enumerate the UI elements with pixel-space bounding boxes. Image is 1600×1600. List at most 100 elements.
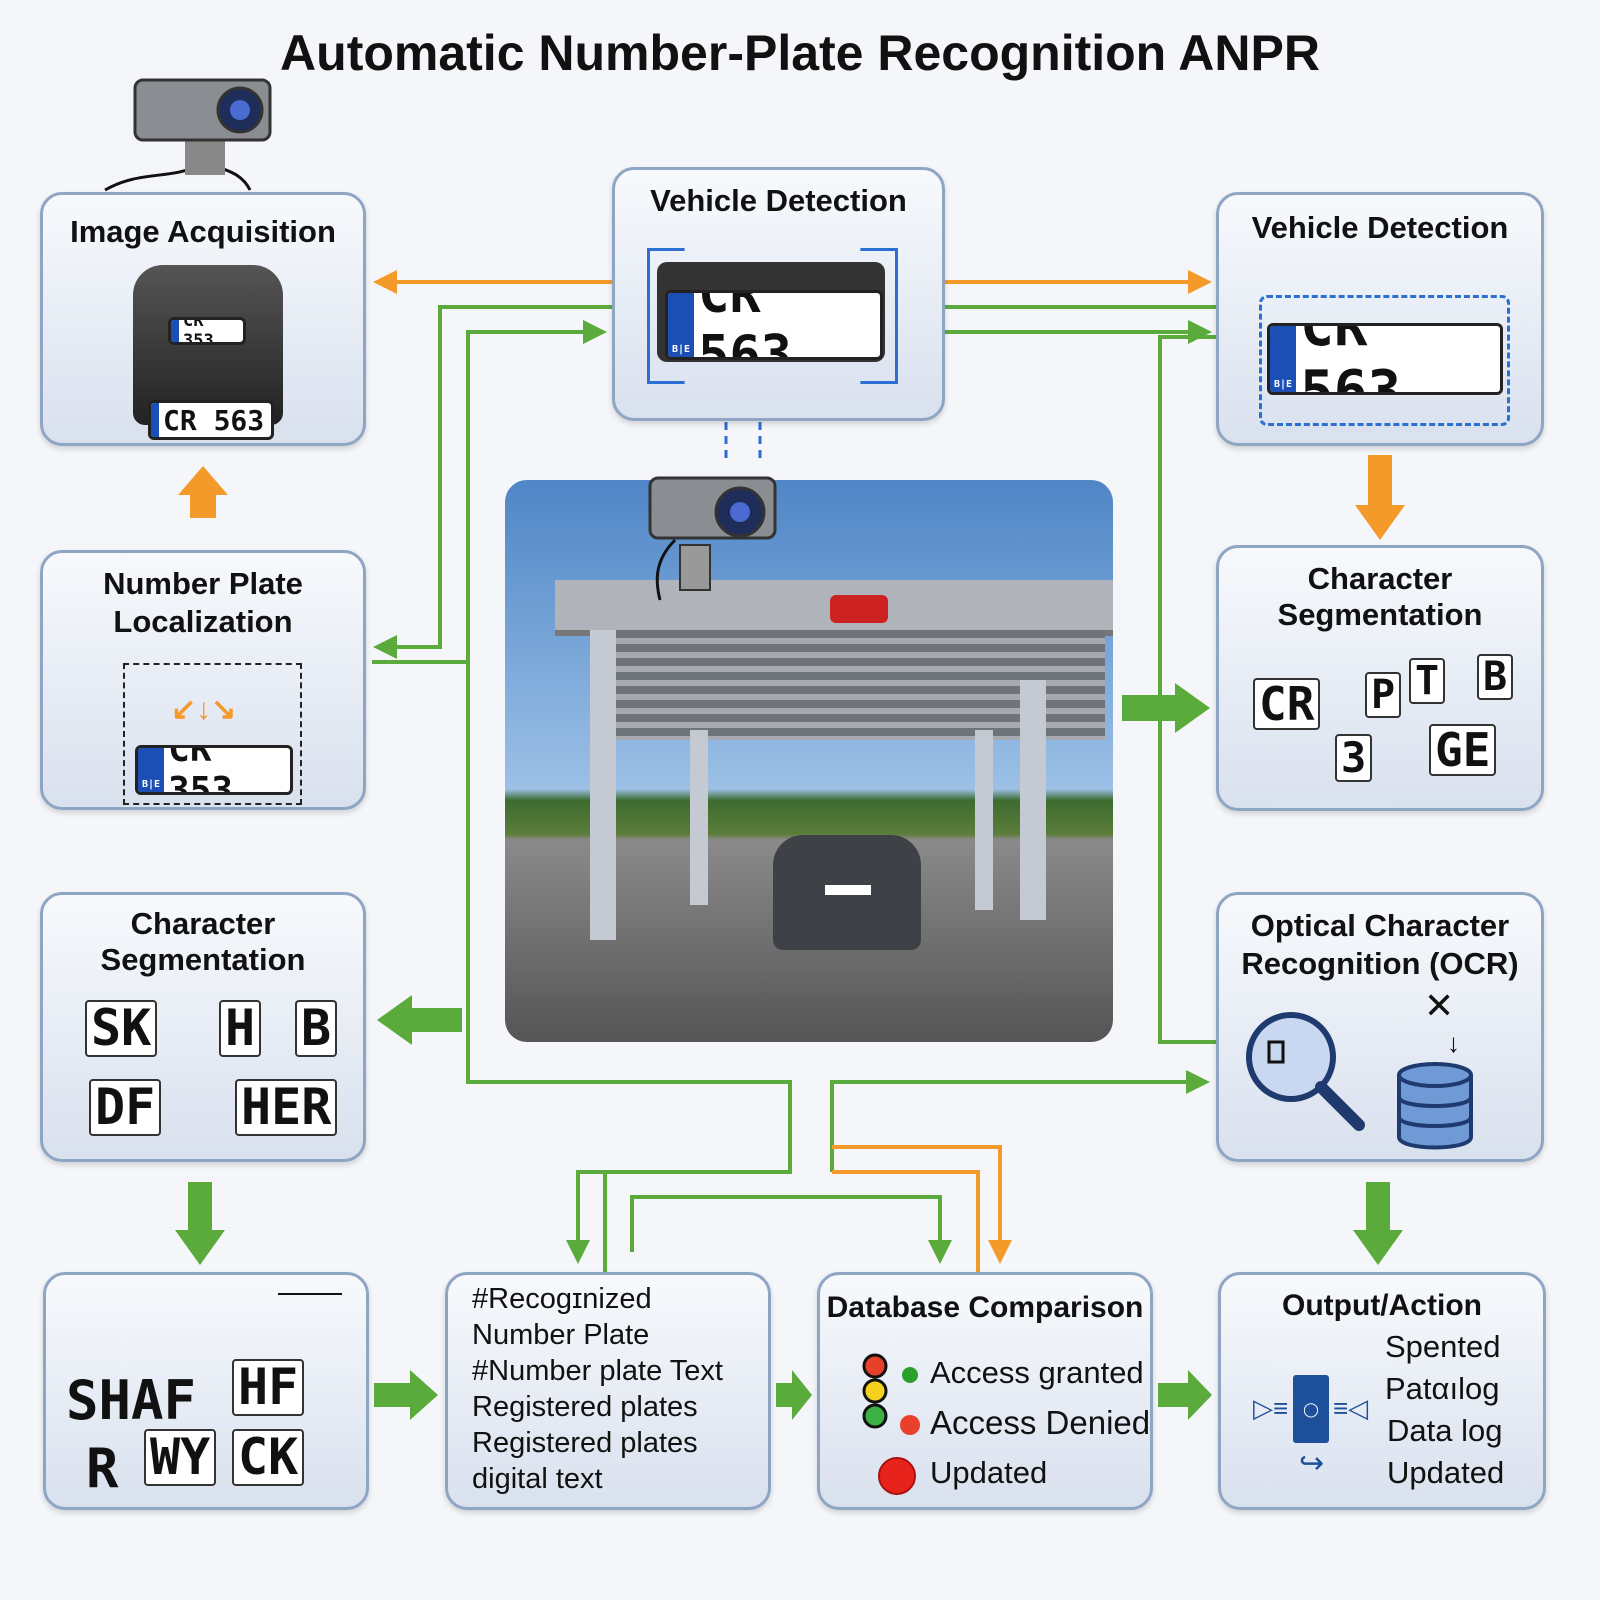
text-line: digital text [472, 1463, 603, 1495]
signal-left-icon: ▷≡ [1253, 1393, 1289, 1423]
char-segment: H [219, 1000, 262, 1057]
car-plate [825, 885, 871, 895]
text-line: Number Plate [472, 1319, 650, 1351]
connector-line [630, 1195, 952, 1264]
char-segment: P [1365, 672, 1402, 718]
arrow-down-green [1353, 1182, 1403, 1265]
connector-line [372, 320, 607, 664]
gate-device-icon: ◯ [1293, 1375, 1329, 1443]
char-segment: SK [85, 1000, 158, 1057]
connector-line [1158, 335, 1216, 1044]
pointer-icon [278, 1293, 342, 1365]
text-line: #Number plate Text [472, 1355, 723, 1387]
box-title: Character [130, 906, 276, 941]
status-dot-red [900, 1415, 920, 1435]
detection-frame [1259, 295, 1510, 426]
box-title: Vehicle Detection [650, 183, 907, 218]
diagram-title: Automatic Number-Plate Recognition ANPR [280, 25, 1320, 81]
char-segment: 3 [1335, 734, 1373, 783]
char-segment: GE [1429, 724, 1497, 777]
arrow-right-green [1122, 683, 1210, 733]
status-label: Updated [930, 1455, 1048, 1490]
text-line: Registered plates [472, 1427, 698, 1459]
char-segment: B [1477, 654, 1514, 700]
char-segment: CR [1253, 678, 1321, 731]
box-title: Segmentation [100, 942, 306, 977]
char-segment: WY [144, 1429, 217, 1486]
arrow-up-orange [178, 466, 228, 518]
car-rear-image [133, 265, 283, 425]
database-comparison-box: Database Comparison Access granted Acces… [817, 1272, 1153, 1510]
arrow-down-orange [1355, 455, 1405, 540]
magnifier-icon [1246, 1012, 1365, 1131]
output-action-box: Output/Action ◯ ▷≡ ≡◁ ↪ Spented Patαılog… [1218, 1272, 1546, 1510]
box-title: Number Plate [103, 566, 303, 601]
camera-icon [648, 476, 777, 601]
signal-right-icon: ≡◁ [1333, 1393, 1369, 1423]
box-title: Output/Action [1282, 1289, 1482, 1322]
plate-characters-box: SHAF HF R WY CK [43, 1272, 369, 1510]
box-title: Optical Character [1250, 908, 1510, 943]
box-title: Image Acquisition [70, 214, 336, 249]
text-line: Data log [1387, 1413, 1503, 1448]
char-segment: HF [232, 1359, 305, 1416]
pillar [690, 730, 708, 905]
arrow-right-green [776, 1370, 812, 1420]
char-segment: CK [232, 1429, 305, 1486]
pillar [975, 730, 993, 910]
arrow-green-loc [373, 305, 612, 659]
text-line: Spented [1385, 1329, 1501, 1364]
database-icon [1397, 1062, 1473, 1150]
box-title: Segmentation [1277, 597, 1483, 632]
pillar [590, 630, 616, 940]
arrow-right-green [374, 1370, 438, 1420]
signal-light [830, 595, 888, 623]
arrow-down-green [175, 1182, 225, 1265]
plate: CR 563 [148, 400, 274, 440]
localization-frame [123, 663, 302, 805]
camera-icon [104, 78, 272, 192]
toll-gate-photo [505, 480, 1113, 1042]
status-label: Access granted [930, 1355, 1144, 1390]
pillar [1020, 680, 1046, 920]
status-label: Access Denied [930, 1404, 1151, 1441]
connector-line [832, 1170, 980, 1272]
traffic-light-icon [862, 1353, 888, 1429]
connector-line [830, 1070, 1210, 1172]
char-segment: DF [89, 1079, 162, 1136]
arrow-down-icon: ↓ [1447, 1028, 1460, 1058]
recognized-plate-box: #Recogɪnized Number Plate #Number plate … [445, 1272, 771, 1510]
ocr-box: Optical Character Recognition (OCR) ✕ ↓ [1216, 892, 1544, 1162]
box-title: Localization [113, 604, 293, 639]
plate: CR 353 [168, 317, 246, 345]
connector-line [466, 662, 792, 1264]
status-dot-red-large [878, 1457, 916, 1495]
box-title: Database Comparison [826, 1291, 1144, 1324]
expand-arrows-icon: ↙↓↘ [171, 693, 237, 726]
char-segment: B [295, 1000, 338, 1057]
box-title: Vehicle Detection [1251, 210, 1509, 245]
character-segmentation-right-box: Character Segmentation CR P T B 3 GE [1216, 545, 1544, 811]
text-line: Patαılog [1385, 1371, 1500, 1406]
status-dot-green [902, 1367, 918, 1383]
block-arrows [175, 455, 1405, 1420]
arrow-right-green [1158, 1370, 1212, 1420]
close-x-icon: ✕ [1424, 985, 1455, 1026]
box-title: Character [1307, 561, 1453, 596]
text-line: Updated [1387, 1455, 1505, 1490]
character-segmentation-left-box: Character Segmentation SK H B DF HER [40, 892, 366, 1162]
char-text: R [86, 1437, 119, 1500]
char-segment: T [1409, 658, 1446, 704]
text-line: #Recogɪnized [472, 1283, 652, 1315]
arrow-left-green [377, 995, 462, 1045]
image-acquisition-box: Image Acquisition CR 353 CR 563 [40, 192, 366, 446]
return-arrow-icon: ↪ [1299, 1447, 1325, 1480]
text-line: Registered plates [472, 1391, 698, 1423]
